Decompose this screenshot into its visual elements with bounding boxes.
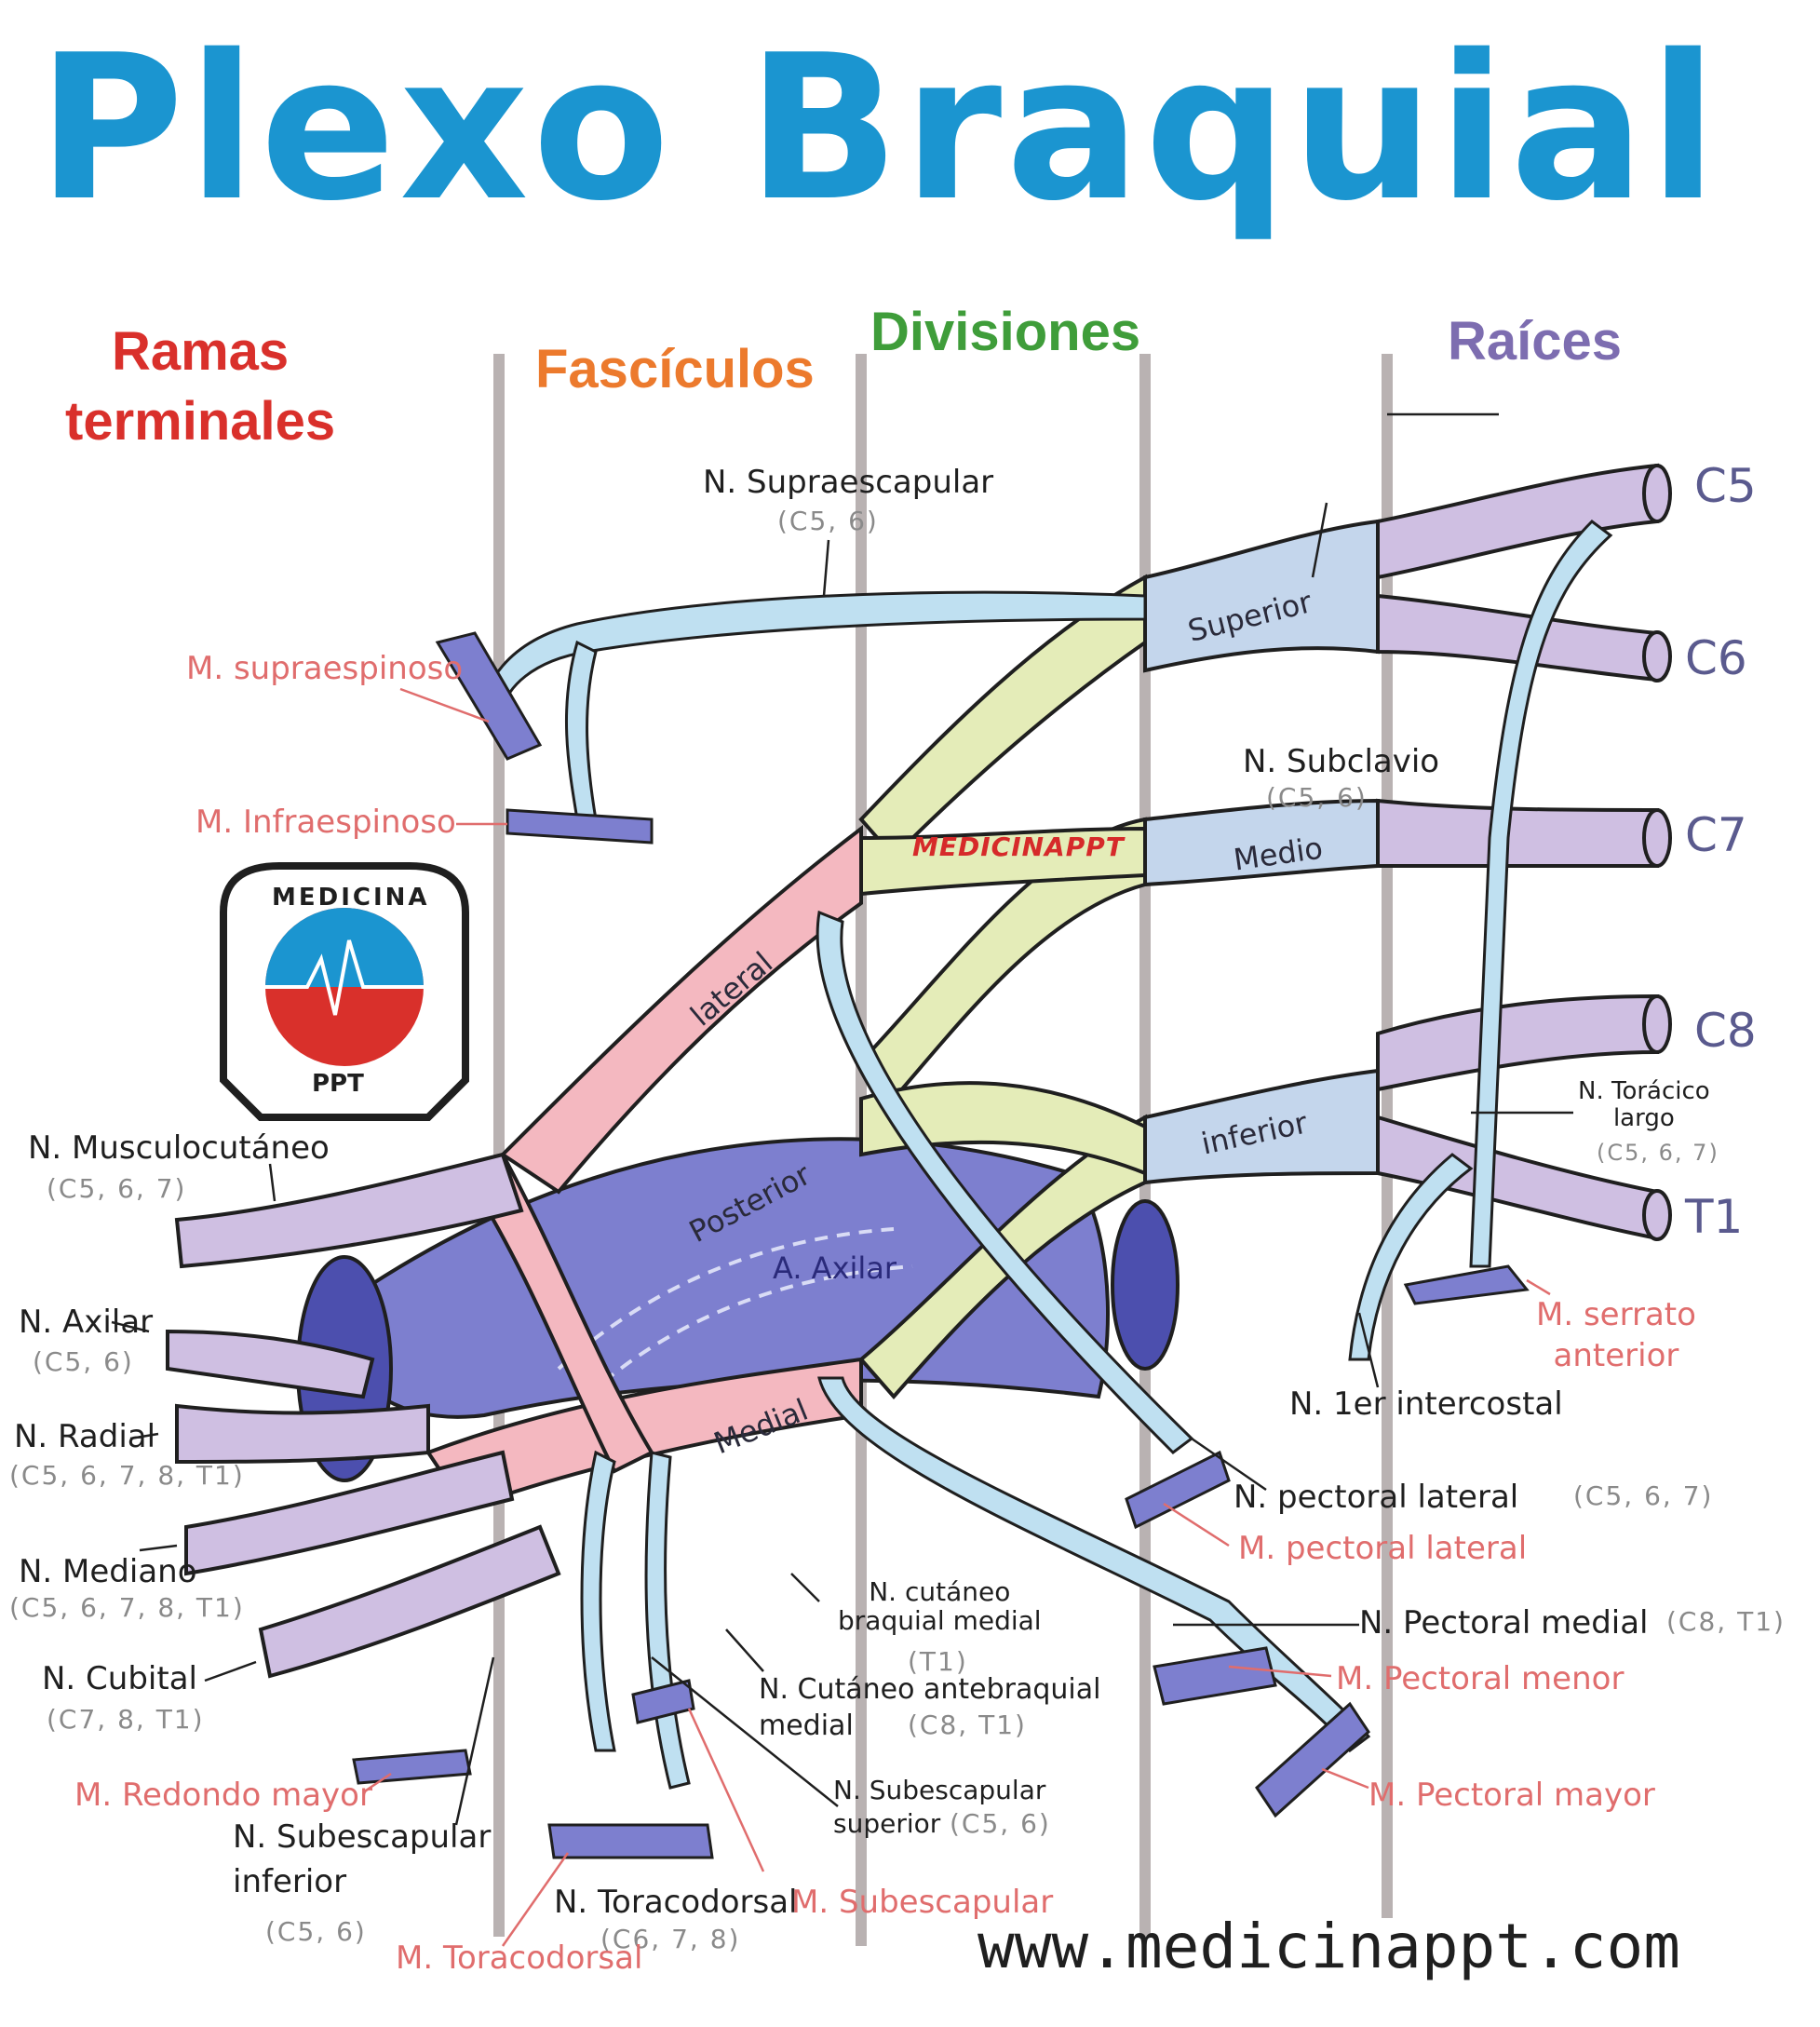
roots <box>1376 463 1672 1241</box>
roots-axilar: (C5, 6) <box>33 1346 134 1377</box>
label-axilar: N. Axilar <box>19 1304 154 1341</box>
label-pectoral-lateral: N. pectoral lateral <box>1234 1479 1519 1516</box>
muscle-shape-infraespinoso <box>506 808 654 845</box>
label-toracodorsal: N. Toracodorsal <box>554 1884 798 1921</box>
medicina-ppt-logo <box>220 862 469 1121</box>
label-m-serrato: M. serrato anterior <box>1536 1296 1696 1375</box>
roots-pectoral-medial: (C8, T1) <box>1666 1606 1786 1637</box>
root-c5 <box>1376 463 1659 580</box>
root-c8 <box>1376 993 1659 1092</box>
roots-musculocutaneo: (C5, 6, 7) <box>47 1173 187 1204</box>
muscle-shape-toracodorsal <box>547 1823 714 1859</box>
branch-axilar <box>166 1329 375 1399</box>
label-m-redondo-mayor: M. Redondo mayor <box>74 1777 372 1814</box>
trunk-superior <box>1143 519 1380 673</box>
header-divisiones: Divisiones <box>870 302 1141 362</box>
cord-to-median <box>463 1152 654 1474</box>
label-m-toracodorsal: M. Toracodorsal <box>396 1939 643 1977</box>
trunk-medio <box>1143 798 1380 887</box>
lateral-cord <box>499 824 863 1195</box>
label-intercostal: N. 1er intercostal <box>1289 1385 1563 1423</box>
artery-label: A. Axilar <box>773 1250 897 1286</box>
roots-toracico-largo: (C5, 6, 7) <box>1597 1140 1719 1166</box>
terminal-branches <box>166 1152 561 1679</box>
label-subescapular-inferior: N. Subescapular inferior <box>233 1818 492 1900</box>
label-m-supraespinoso: M. supraespinoso <box>186 650 464 687</box>
roots-cubital: (C7, 8, T1) <box>47 1704 205 1735</box>
label-m-pectoral-lateral: M. pectoral lateral <box>1238 1530 1528 1567</box>
thin-nerves <box>482 520 1613 1790</box>
label-m-pectoral-mayor: M. Pectoral mayor <box>1368 1777 1655 1814</box>
label-cutaneo-antebraquial: N. Cutáneo antebraquial medial <box>759 1673 1101 1742</box>
roots-subclavio: (C5, 6) <box>1266 782 1368 813</box>
label-mediano: N. Mediano <box>19 1553 197 1590</box>
roots-mediano: (C5, 6, 7, 8, T1) <box>9 1592 245 1623</box>
header-raices: Raíces <box>1448 311 1623 372</box>
label-radial: N. Radial <box>14 1418 156 1455</box>
label-subclavio: N. Subclavio <box>1243 743 1440 780</box>
roots-cutaneo-braquial: (T1) <box>908 1646 968 1677</box>
branch-radial <box>175 1403 430 1465</box>
header-ramas-terminales: Ramas terminales <box>65 321 336 453</box>
branch-cubital <box>258 1524 561 1679</box>
label-toracico-largo: N. Torácico largo <box>1578 1077 1710 1132</box>
roots-pectoral-lateral: (C5, 6, 7) <box>1573 1480 1714 1511</box>
muscles <box>352 631 1530 1859</box>
label-m-pectoral-menor: M. Pectoral menor <box>1336 1660 1625 1697</box>
branch-mediano <box>184 1450 515 1576</box>
trunks <box>1143 519 1380 1185</box>
label-m-subescapular: M. Subescapular <box>791 1884 1054 1921</box>
label-subescapular-superior: N. Subescapular superior <box>833 1775 1046 1840</box>
root-label-c5: C5 <box>1694 459 1757 513</box>
trunk-inferior <box>1143 1068 1380 1185</box>
leader-lines <box>111 412 1573 1826</box>
root-label-c7: C7 <box>1685 808 1747 862</box>
label-supraescapular: N. Supraescapular <box>703 464 994 501</box>
branch-musculocutaneo <box>174 1152 524 1269</box>
root-label-c6: C6 <box>1685 631 1747 685</box>
roots-cutaneo-antebraquial: (C8, T1) <box>908 1709 1027 1740</box>
roots-subescapular-inferior: (C5, 6) <box>265 1916 367 1947</box>
label-musculocutaneo: N. Musculocutáneo <box>28 1129 330 1167</box>
root-label-t1: T1 <box>1685 1190 1744 1244</box>
roots-radial: (C5, 6, 7, 8, T1) <box>9 1460 245 1491</box>
muscle-shape-pectoral-menor <box>1153 1646 1277 1706</box>
roots-supraescapular: (C5, 6) <box>777 506 879 536</box>
page-title: Plexo Braquial <box>37 11 1721 245</box>
muscle-leader-lines <box>362 687 1551 1947</box>
muscle-shape-pectoral-lateral <box>1125 1450 1231 1530</box>
muscle-shape-redondo-mayor <box>352 1749 472 1785</box>
website-url: www.medicinappt.com <box>977 1911 1680 1982</box>
root-c7 <box>1376 798 1659 869</box>
roots-toracodorsal: (C6, 7, 8) <box>600 1924 741 1954</box>
label-cubital: N. Cubital <box>42 1660 197 1697</box>
muscle-shape-subescapular <box>631 1679 695 1724</box>
logo-top-text: MEDICINA <box>272 884 430 912</box>
medial-cord <box>425 1357 863 1511</box>
brand-label: MEDICINAPPT <box>912 831 1125 862</box>
muscle-shape-serrato <box>1403 1264 1530 1305</box>
logo-bottom-text: PPT <box>312 1070 364 1098</box>
label-pectoral-medial: N. Pectoral medial <box>1359 1604 1649 1642</box>
label-cutaneo-braquial: N. cutáneo braquial medial <box>838 1576 1042 1636</box>
muscle-shape-pectoral-mayor <box>1255 1701 1370 1818</box>
root-label-c8: C8 <box>1694 1004 1757 1058</box>
roots-subescapular-superior: (C5, 6) <box>950 1808 1051 1839</box>
label-m-infraespinoso: M. Infraespinoso <box>195 804 456 841</box>
header-fasciculos: Fascículos <box>535 339 815 399</box>
